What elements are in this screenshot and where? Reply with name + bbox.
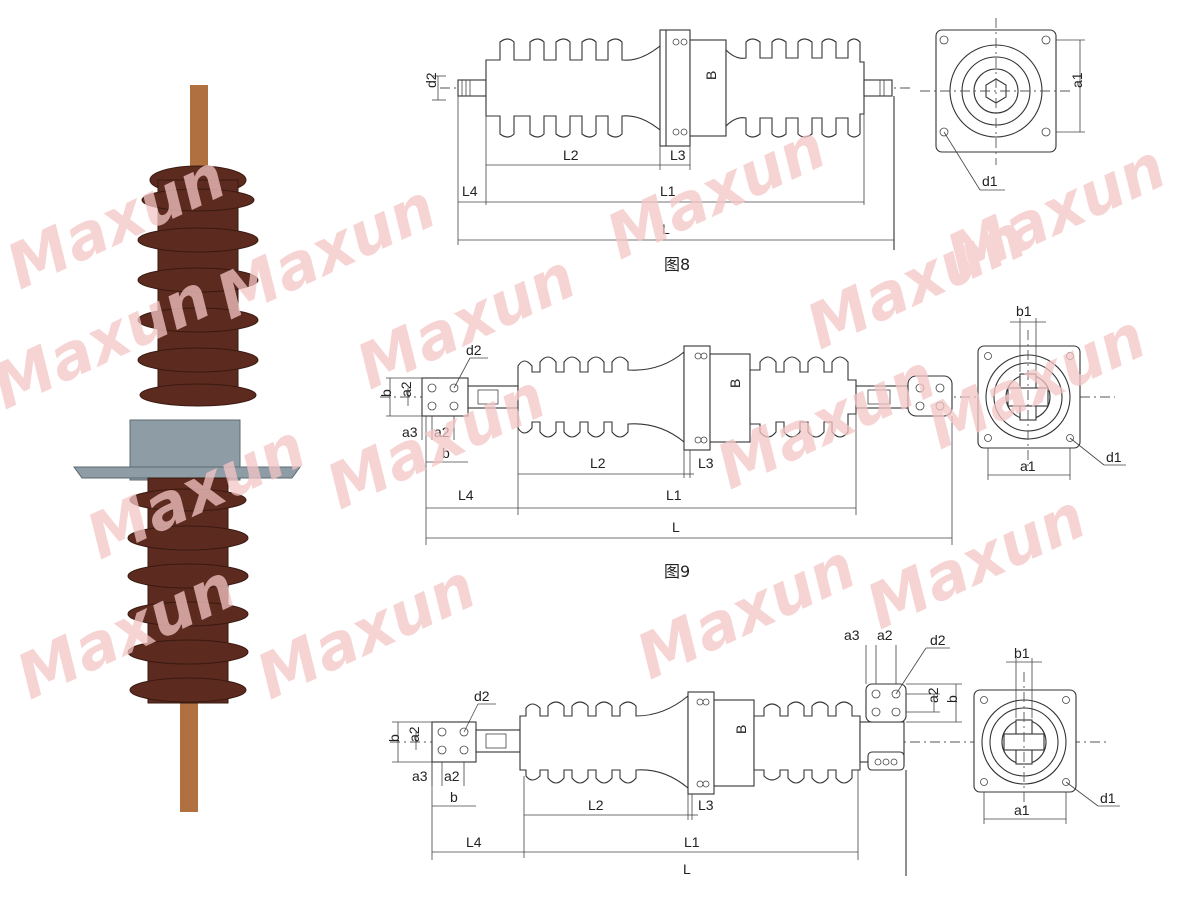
fig10-right-pad xyxy=(859,683,907,771)
fig8-caption: 图8 xyxy=(664,255,690,274)
fig9-flange: B xyxy=(683,345,751,451)
fig9-l: L xyxy=(672,519,680,535)
fig8-l4: L4 xyxy=(462,183,478,199)
fig10-a3-right: a3 xyxy=(844,627,860,643)
fig9-l2: L2 xyxy=(590,455,606,471)
fig10-l2: L2 xyxy=(588,797,604,813)
fig9-d2: d2 xyxy=(466,342,482,358)
photo-rod-top xyxy=(190,85,208,175)
fig8-l1: L1 xyxy=(660,183,676,199)
fig9-b1: b1 xyxy=(1016,303,1032,319)
fig8-right-terminal xyxy=(863,79,893,97)
fig9-l1: L1 xyxy=(666,487,682,503)
fig10-a2-left: a2 xyxy=(406,726,422,742)
fig9-b-bottom: b xyxy=(442,445,450,461)
fig10-a2-left-bottom: a2 xyxy=(444,768,460,784)
fig9-b-label: B xyxy=(727,379,743,388)
fig10-l4: L4 xyxy=(466,834,482,850)
fig9-dimensions: L2 L3 L4 L1 L b a2 a3 a2 b d2 xyxy=(378,342,953,545)
fig10-l: L xyxy=(683,861,691,877)
fig10-flange: B xyxy=(687,691,755,795)
fig8-l2: L2 xyxy=(563,147,579,163)
fig10-left-sheds xyxy=(519,694,689,790)
fig9-end-view: b1 a1 d1 xyxy=(977,303,1126,480)
photo-rod-bottom xyxy=(180,700,198,812)
fig9-right-pad xyxy=(855,375,953,417)
fig8-end-view: a1 d1 xyxy=(920,18,1085,191)
fig10-b-left-bottom: b xyxy=(450,789,458,805)
fig10-d2-left: d2 xyxy=(474,688,490,704)
fig9-b-left: b xyxy=(378,389,394,397)
fig9-d1: d1 xyxy=(1106,449,1122,465)
fig8-l: L xyxy=(662,221,670,237)
fig10-l1: L1 xyxy=(684,834,700,850)
fig9-a2-left: a2 xyxy=(398,381,414,397)
fig9-left-pad xyxy=(421,377,519,417)
fig10-d1: d1 xyxy=(1100,790,1116,806)
fig8-a1: a1 xyxy=(1069,72,1085,88)
fig10-b-label: B xyxy=(733,725,749,734)
fig9-a3: a3 xyxy=(402,424,418,440)
fig8-flange: B xyxy=(659,29,727,147)
fig10-dimensions: L2 L3 L4 L1 L b a2 a3 a2 b d2 xyxy=(386,627,962,877)
photo-flange xyxy=(73,419,301,481)
fig8-b-label: B xyxy=(703,71,719,80)
fig10-d2-right: d2 xyxy=(930,632,946,648)
fig9-l3: L3 xyxy=(698,455,714,471)
fig9-caption: 图9 xyxy=(664,562,690,581)
fig10-a2-right: a2 xyxy=(877,627,893,643)
fig10-b-left: b xyxy=(386,734,402,742)
photo-upper-sheds xyxy=(137,165,259,407)
fig10-left-pad xyxy=(431,721,521,763)
fig10-a1: a1 xyxy=(1014,802,1030,818)
fig9-a1: a1 xyxy=(1020,458,1036,474)
photo-lower-sheds xyxy=(127,477,249,704)
fig10-b1: b1 xyxy=(1014,645,1030,661)
fig10-a3-left: a3 xyxy=(412,768,428,784)
fig9-a2-bottom: a2 xyxy=(434,424,450,440)
fig10-a2-right-side: a2 xyxy=(925,687,941,703)
fig9-l4: L4 xyxy=(458,487,474,503)
fig8-l3: L3 xyxy=(670,147,686,163)
fig10-b-right: b xyxy=(944,695,960,703)
fig8-d2: d2 xyxy=(423,72,439,88)
fig10-l3: L3 xyxy=(698,797,714,813)
fig10-end-view: b1 a1 d1 xyxy=(973,645,1120,824)
fig10-right-sheds xyxy=(753,701,861,784)
fig8-dimensions: L2 L3 L4 L1 L d2 xyxy=(423,72,895,250)
fig8-d1: d1 xyxy=(982,173,998,189)
